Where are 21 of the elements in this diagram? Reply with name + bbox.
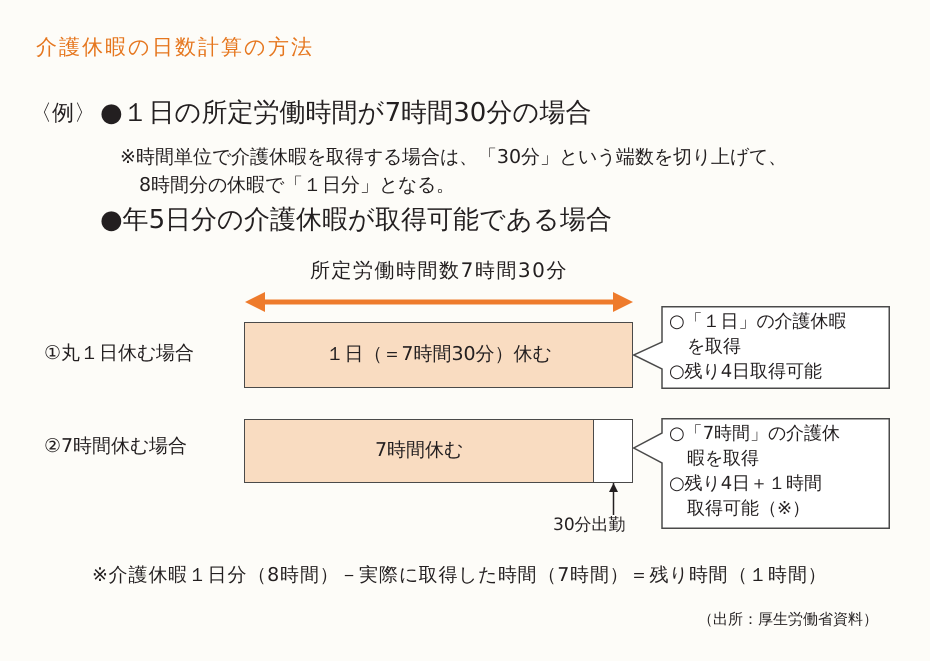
row-label: ①丸１日休む場合 (44, 342, 194, 366)
source-note: （出所：厚生労働省資料） (698, 610, 878, 629)
example-tag: 〈例〉 (30, 100, 96, 128)
bubble-text: ○「7時間」の介護休暇を取得 (669, 422, 842, 471)
speech-bubble (633, 418, 890, 529)
bar-segment (594, 419, 633, 483)
heading: ●年5日分の介護休暇が取得可能である場合 (100, 204, 612, 236)
dimension-label: 所定労働時間数7時間30分 (310, 258, 568, 283)
bubble-text: ○残り4日＋１時間取得可能（※） (669, 472, 824, 521)
formula-note: ※介護休暇１日分（8時間）－実際に取得した時間（7時間）＝残り時間（１時間） (92, 564, 828, 588)
annotation-text: 30分出勤 (553, 515, 626, 536)
note-text: ※時間単位で介護休暇を取得する場合は、「30分」という端数を切り上げて、8時間分の休暇で「１日分」となる。 (120, 145, 788, 198)
time-bar: 7時間休む (244, 419, 594, 483)
bubble-text: ○「１日」の介護休暇を取得 (669, 310, 848, 359)
heading: ●１日の所定労働時間が7時間30分の場合 (100, 97, 592, 130)
row-label: ②7時間休む場合 (44, 435, 188, 459)
time-bar: １日（＝7時間30分）休む (244, 322, 633, 388)
title: 介護休暇の日数計算の方法 (36, 34, 314, 60)
bubble-text: ○残り4日取得可能 (669, 360, 824, 384)
speech-bubble (633, 306, 890, 389)
arrow (609, 483, 618, 515)
